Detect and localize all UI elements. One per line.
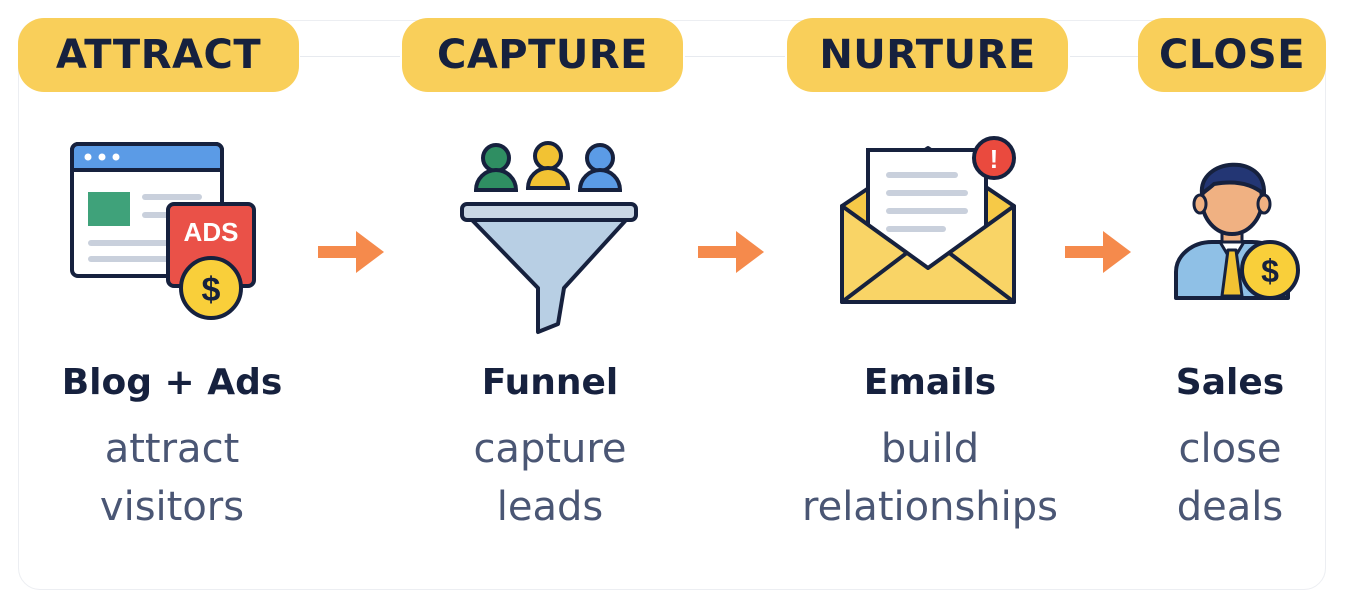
connector-line xyxy=(685,56,785,57)
salesperson-icon: $ xyxy=(1174,162,1300,300)
funnel-icon xyxy=(460,141,638,334)
stage-capture-label: CAPTURE xyxy=(402,18,683,92)
description-line: build xyxy=(880,426,980,472)
description-line: visitors xyxy=(99,484,245,530)
stage-close-label: CLOSE xyxy=(1138,18,1326,92)
description-line: relationships xyxy=(802,484,1058,530)
stage-attract-title: Blog + Ads xyxy=(61,362,283,403)
email-icon: ! xyxy=(840,136,1016,304)
stage-nurture-title: Emails xyxy=(863,362,997,403)
stage-attract-label: ATTRACT xyxy=(18,18,299,92)
arrow-right-icon xyxy=(318,231,384,273)
arrow-right-icon xyxy=(1065,231,1131,273)
stage-attract-description: attract visitors xyxy=(2,420,342,536)
description-line: leads xyxy=(496,484,604,530)
description-line: close xyxy=(1178,426,1282,472)
description-line: deals xyxy=(1176,484,1284,530)
stage-nurture-label: NURTURE xyxy=(787,18,1068,92)
description-line: capture xyxy=(473,426,627,472)
browser-ads-icon: ADS $ xyxy=(70,142,256,320)
notification-badge-text: ! xyxy=(990,144,999,174)
stage-capture-description: capture leads xyxy=(380,420,720,536)
connector-line xyxy=(300,56,400,57)
description-line: attract xyxy=(104,426,240,472)
arrow-right-icon xyxy=(698,231,764,273)
svg-text:$: $ xyxy=(1261,253,1279,289)
connector-line xyxy=(1070,56,1138,57)
stage-capture-title: Funnel xyxy=(481,362,619,403)
svg-text:$: $ xyxy=(202,271,221,309)
stage-nurture-description: build relationships xyxy=(760,420,1100,536)
ads-badge-text: ADS xyxy=(184,217,239,247)
stage-close-description: close deals xyxy=(1060,420,1346,536)
stage-close-title: Sales xyxy=(1175,362,1285,403)
